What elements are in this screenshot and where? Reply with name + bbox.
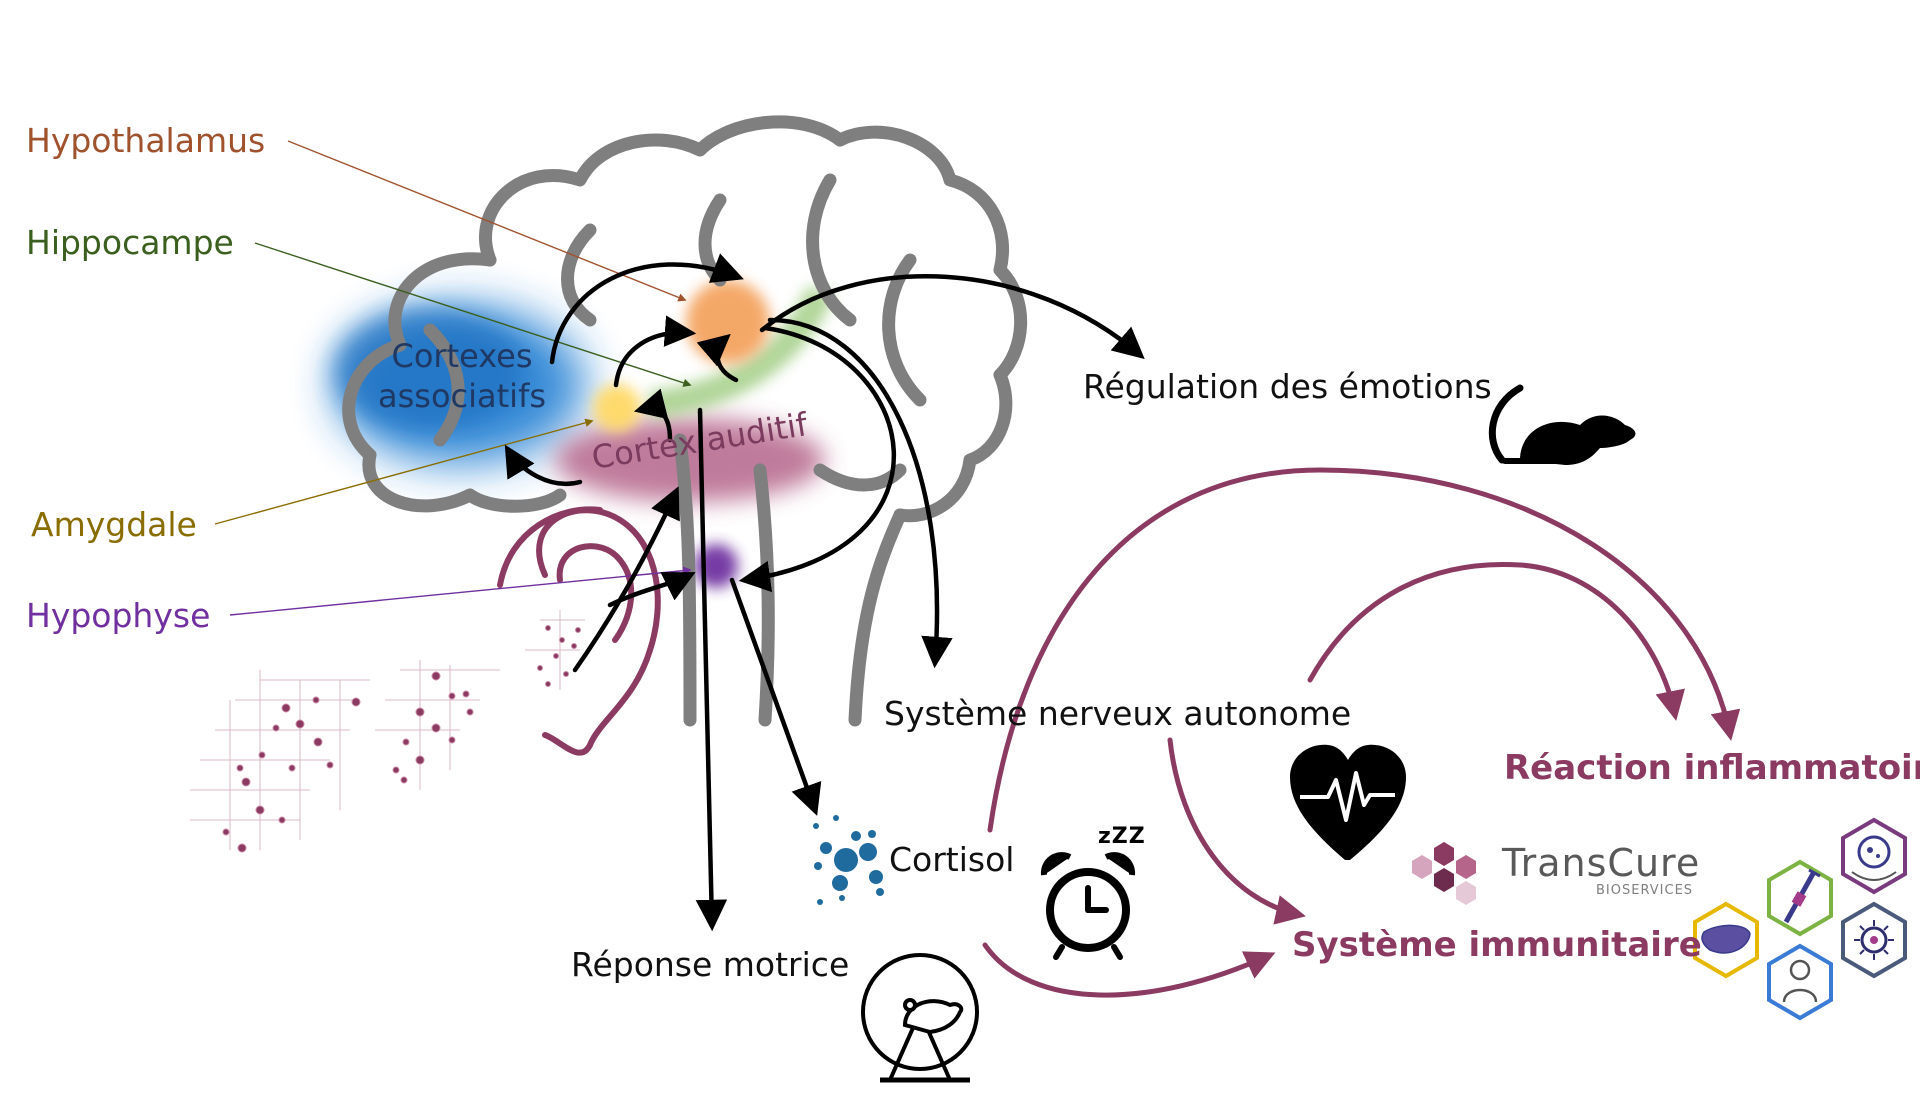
arrow-to-emotion-regulation [759,273,1145,360]
transcure-logo-name: TransCure [1502,841,1701,885]
hippocampe-leader [254,242,692,387]
arrow-auditory-to-amygdala [633,388,673,443]
systeme-immunitaire-label: Système immunitaire [1292,925,1702,965]
cortexes-associatifs-line1: Cortexes [391,337,533,375]
hippocampus-band [648,285,834,419]
arrow-ear-to-auditory [572,486,680,673]
reaction-inflammatoire-label: Réaction inflammatoire [1504,748,1920,788]
sound-waves-icon [190,610,585,853]
hypothalamus-label: Hypothalamus [26,121,266,160]
arrow-ear-to-pituitary [607,572,696,608]
immune-pathway-arrows [982,467,1741,998]
hippocampe-label: Hippocampe [26,223,234,262]
cortisol-label: Cortisol [889,840,1015,879]
hexagon-liver-icon [1693,901,1759,979]
hexagon-patient-icon [1767,943,1833,1021]
neural-pathway-arrows [504,253,1145,932]
hexagon-virus-icon [1841,901,1907,979]
arrow-heart-to-inflammation [1307,561,1685,721]
arrow-hippocampus-to-hypothalamus [696,333,739,383]
alarm-clock-icon [1040,852,1136,960]
systeme-nerveux-autonome-label: Système nerveux autonome [884,694,1352,733]
hexagon-cluster [1693,817,1907,1021]
arrow-hypothalamus-to-pituitary [738,325,897,593]
arrow-autonomic-to-inflammation [987,467,1741,833]
ear-icon [497,506,661,756]
mouse-wheel-icon [861,953,979,1083]
amygdala-blob [593,384,641,432]
arrow-pituitary-to-cortisol [729,577,822,816]
sleep-glyph: zZZ [1098,824,1146,849]
amygdale-label: Amygdale [31,505,197,544]
hypophyse-label: Hypophyse [26,596,211,635]
hexagon-cell-icon [1841,817,1907,895]
arrow-amygdala-to-hypothalamus [613,315,697,388]
hexagon-syringe-icon [1767,859,1833,937]
arrow-auditory-to-cortex [504,444,583,486]
reponse-motrice-label: Réponse motrice [571,945,850,984]
hypophyse-leader [229,566,692,616]
transcure-hexagons-icon [1412,842,1476,905]
hypothalamus-leader [287,140,687,302]
mouse-icon [1488,384,1636,465]
regulation-emotions-label: Régulation des émotions [1083,367,1492,406]
amygdale-leader [214,418,594,525]
cortexes-associatifs-label: Cortexes associatifs [372,336,552,416]
arrow-autonomic-to-immune [1167,737,1306,925]
transcure-logo-sub: BIOSERVICES [1596,883,1694,898]
arrow-to-autonomic-system [767,317,953,669]
heart-rate-icon [1290,744,1406,860]
hypothalamus-blob [686,280,770,364]
arrow-cortex-to-hypothalamus [549,253,744,365]
cortisol-molecules-icon [813,815,884,905]
arrow-to-motor-response [695,407,728,932]
arrow-cortisol-to-immune [982,942,1276,998]
cortexes-associatifs-line2: associatifs [378,377,546,415]
